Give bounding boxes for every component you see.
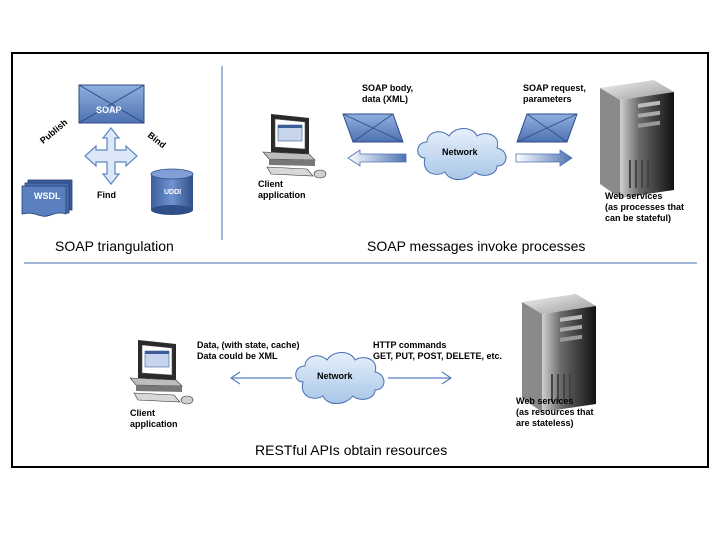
- rest-web-services-server: [521, 293, 597, 413]
- rest-client-label: Client application: [130, 408, 178, 429]
- request-arrow: [515, 149, 573, 167]
- rest-data-label: Data, (with state, cache) Data could be …: [197, 340, 300, 361]
- soap-label: SOAP: [96, 105, 122, 115]
- uddi-database: [150, 168, 194, 215]
- soap-request-envelope: [516, 113, 578, 143]
- wsdl-label: WSDL: [34, 191, 61, 201]
- uddi-label: UDDI: [164, 189, 182, 196]
- rest-network-label: Network: [317, 371, 353, 381]
- network-label: Network: [442, 147, 478, 157]
- http-commands-label: HTTP commands GET, PUT, POST, DELETE, et…: [373, 340, 503, 361]
- wsdl-documents: [21, 179, 73, 217]
- response-arrow: [347, 149, 407, 167]
- rest-right-arrow: [388, 371, 453, 385]
- rest-client-computer: [129, 339, 194, 405]
- soap-body-label: SOAP body, data (XML): [362, 83, 414, 104]
- soap-messages-caption: SOAP messages invoke processes: [367, 238, 586, 254]
- find-label: Find: [97, 190, 116, 200]
- web-services-server: [599, 79, 675, 199]
- rest-left-arrow: [229, 371, 292, 385]
- soap-triangulation-caption: SOAP triangulation: [55, 238, 174, 254]
- restful-caption: RESTful APIs obtain resources: [255, 442, 448, 458]
- server-label: Web services (as processes that can be s…: [605, 191, 685, 223]
- triangulation-arrows: [84, 127, 138, 185]
- soap-body-envelope: [342, 113, 404, 143]
- soap-envelope-top: [78, 84, 145, 124]
- client-label: Client application: [258, 179, 306, 200]
- rest-server-label: Web services (as resources that are stat…: [516, 396, 594, 428]
- client-computer: [262, 113, 327, 179]
- soap-request-label: SOAP request, parameters: [523, 83, 586, 104]
